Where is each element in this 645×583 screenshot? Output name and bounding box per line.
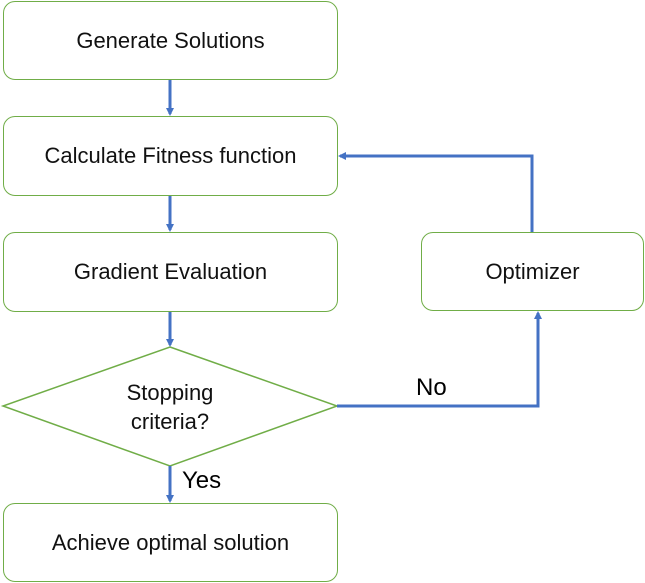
arrow-optimizer-to-fitness [338,152,534,232]
no-edge-label: No [416,374,447,401]
stopping-criteria-label: Stopping criteria? [90,378,250,436]
stopping-criteria-line1: Stopping [126,380,214,405]
generate-solutions-label: Generate Solutions [76,27,265,53]
calculate-fitness-box: Calculate Fitness function [3,116,338,196]
gradient-evaluation-label: Gradient Evaluation [73,259,268,284]
achieve-optimal-solution-box: Achieve optimal solution [3,503,338,582]
optimizer-box: Optimizer [421,232,644,311]
stopping-criteria-line2: criteria? [130,409,210,434]
achieve-optimal-solution-label: Achieve optimal solution [51,529,290,555]
gradient-evaluation-box: Gradient Evaluation [3,232,338,312]
optimizer-label: Optimizer [485,258,580,284]
yes-edge-label: Yes [182,467,222,494]
calculate-fitness-label: Calculate Fitness function [44,143,297,168]
arrow-decision-to-optimizer [337,311,542,408]
generate-solutions-box: Generate Solutions [3,1,338,80]
